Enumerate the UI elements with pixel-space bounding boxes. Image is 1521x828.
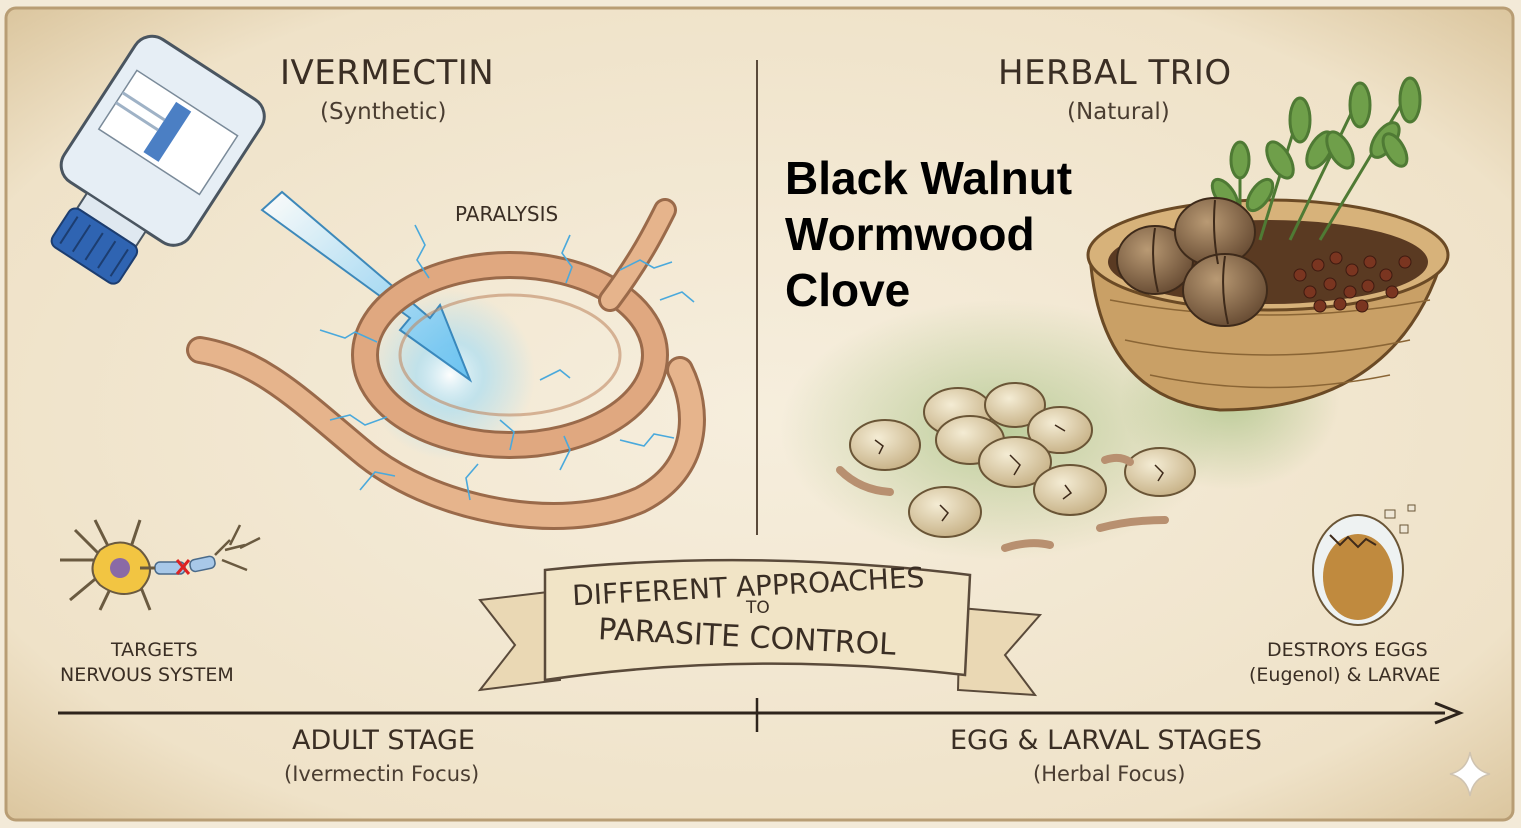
herbal-trio-title: HERBAL TRIO [998, 53, 1232, 93]
herbal-trio-subtitle: (Natural) [1067, 99, 1170, 125]
clove-icon [1293, 251, 1412, 313]
banner-line2: TO [746, 598, 770, 618]
herb-name-clove: Clove [785, 264, 911, 316]
hatching-egg-icon [1312, 504, 1416, 626]
paralysis-label: PARALYSIS [455, 202, 559, 226]
electric-cracks [319, 224, 695, 501]
paralyzed-worm-icon [186, 198, 706, 530]
adult-stage-focus: (Ivermectin Focus) [284, 762, 480, 786]
sparkle-icon [1449, 751, 1491, 797]
herb-name-wormwood: Wormwood [785, 208, 1035, 260]
wormwood-sprig-icon [1210, 76, 1422, 241]
ivermectin-bottle-icon [50, 34, 266, 285]
egg-larval-stage-label: EGG & LARVAL STAGES [950, 725, 1263, 756]
target-label-line1: TARGETS [111, 639, 198, 661]
title-banner [477, 558, 1043, 697]
egg-larval-stage-focus: (Herbal Focus) [1033, 762, 1186, 786]
ivermectin-title: IVERMECTIN [280, 53, 495, 93]
target-label-line2: NERVOUS SYSTEM [60, 664, 234, 686]
ivermectin-subtitle: (Synthetic) [320, 99, 447, 125]
herb-name-black-walnut: Black Walnut [785, 152, 1073, 204]
egg-cracks [874, 424, 1164, 522]
timeline-arrow [58, 698, 1465, 732]
neuron-icon [60, 519, 261, 611]
parasite-eggs-icon [849, 382, 1196, 538]
destroys-eggs-line2: (Eugenol) & LARVAE [1249, 664, 1441, 686]
larvae-icon [836, 453, 1169, 552]
adult-stage-label: ADULT STAGE [292, 725, 475, 756]
destroys-eggs-line1: DESTROYS EGGS [1267, 639, 1428, 661]
black-walnut-icon [1116, 197, 1268, 327]
parchment-background [4, 6, 1515, 822]
